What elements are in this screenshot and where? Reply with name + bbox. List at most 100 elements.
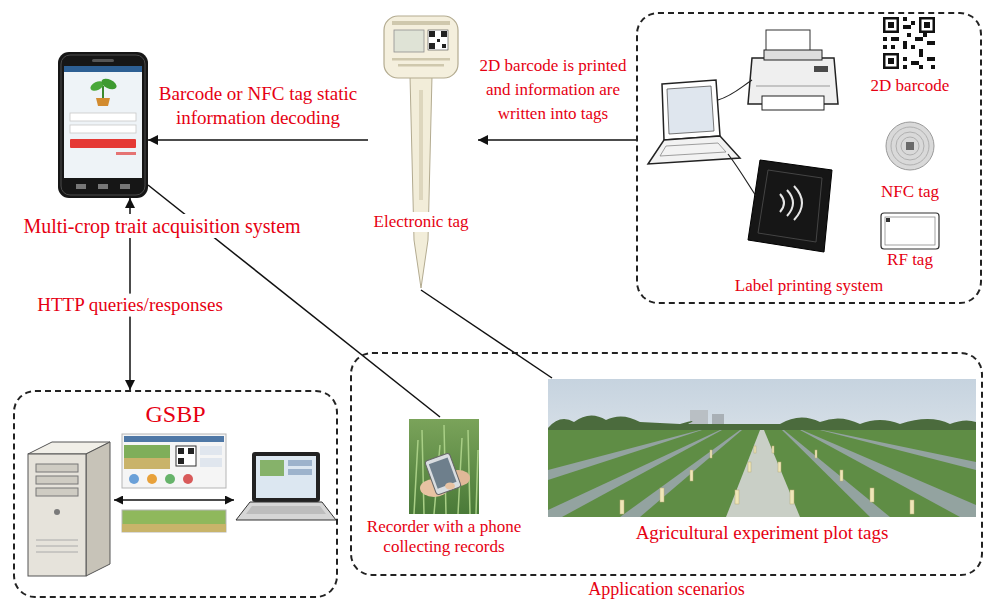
server-illustration <box>28 442 110 576</box>
rf-tag-icon <box>881 213 939 249</box>
rf-tag-icon <box>885 217 935 245</box>
laptop-illustration <box>662 80 720 140</box>
platform-screens <box>200 446 222 455</box>
panel-heading: GSBP <box>15 400 336 429</box>
field-photo <box>790 490 794 504</box>
qr-code-icon <box>903 41 907 49</box>
laptop-illustration <box>660 143 726 156</box>
tag-illustration <box>392 21 450 25</box>
item-caption: 2D barcode <box>860 76 960 96</box>
qr-code-icon <box>911 21 915 25</box>
qr-code-icon <box>907 33 911 37</box>
field-photo <box>620 500 624 514</box>
tag-illustration <box>384 16 458 78</box>
nfc-tag-icon <box>886 122 934 170</box>
tag-illustration <box>429 43 435 49</box>
field-photo <box>548 430 702 480</box>
field-photo <box>710 450 712 458</box>
edge-label: Barcode or NFC tag static information de… <box>150 82 366 130</box>
server-illustration <box>28 454 86 576</box>
client-laptop <box>236 502 336 520</box>
phone-illustration <box>58 52 148 198</box>
nfc-reader-illustration <box>758 170 822 242</box>
rf-tag-icon <box>886 218 890 222</box>
field-photo <box>778 462 781 472</box>
client-laptop <box>252 452 320 502</box>
tag-illustration <box>419 90 423 200</box>
qr-code-icon <box>919 49 923 57</box>
platform-screens <box>165 474 175 484</box>
field-photo <box>754 446 756 453</box>
qr-code-icon <box>883 17 899 33</box>
tag-illustration <box>442 44 446 48</box>
field-photo <box>690 410 708 426</box>
printer-illustration <box>762 96 824 110</box>
arrow-connector <box>148 139 368 141</box>
nfc-reader-illustration <box>787 190 793 216</box>
qr-code-icon <box>903 65 907 69</box>
field-photo <box>620 446 914 514</box>
qr-code-icon <box>891 45 895 49</box>
phone-app: Multi-crop trait acquisition system <box>58 52 148 198</box>
platform-screens <box>122 434 226 488</box>
qr-code-icon <box>903 25 911 29</box>
recorder-photo <box>445 483 455 490</box>
phone-illustration <box>58 52 148 198</box>
arrow-connector <box>478 139 636 141</box>
printer-illustration <box>814 66 828 72</box>
field-photo <box>620 430 742 517</box>
edge-label: 2D barcode is printed and information ar… <box>470 54 636 125</box>
qr-code-icon <box>883 17 935 69</box>
qr-code-icon <box>911 61 919 65</box>
server-illustration <box>36 476 78 484</box>
platform-screens <box>122 434 226 532</box>
qr-code-icon <box>886 56 897 67</box>
field-photo <box>690 470 693 481</box>
recorder-photo <box>409 419 479 514</box>
rf-tag-icon <box>881 213 939 249</box>
nfc-reader-illustration <box>794 186 802 220</box>
tag-illustration <box>437 39 440 42</box>
qr-code-icon <box>927 41 935 45</box>
qr-code-icon <box>911 45 915 49</box>
tag-illustration <box>441 31 447 37</box>
server-panel: GSBP <box>13 390 338 598</box>
recorder-photo <box>409 419 479 514</box>
rf-tag-item: RF tag <box>860 210 964 274</box>
phone-illustration <box>64 66 142 72</box>
cable-lines <box>718 80 756 196</box>
field-photo <box>910 500 914 514</box>
server-illustration <box>36 540 78 552</box>
qr-code-icon <box>923 33 927 37</box>
printer-illustration <box>748 30 838 110</box>
qr-code-icon <box>888 22 894 28</box>
field-photo <box>548 379 976 517</box>
recorder-photo <box>414 425 478 514</box>
panel-heading: Application scenarios <box>352 580 981 600</box>
platform-screens <box>188 448 194 454</box>
phone-illustration <box>64 66 142 178</box>
qr-code-icon <box>891 37 899 41</box>
field-photo <box>548 415 976 432</box>
platform-screens <box>178 458 184 464</box>
laptop-illustration <box>667 86 714 134</box>
platform-screens <box>178 448 184 454</box>
platform-screens <box>176 446 196 466</box>
platform-screens <box>124 458 170 469</box>
phone-illustration <box>96 98 110 106</box>
server-illustration <box>86 442 110 576</box>
phone-illustration <box>76 184 86 189</box>
client-laptop <box>236 452 336 520</box>
platform-screens <box>183 474 193 484</box>
nfc-tag-icon <box>901 137 919 155</box>
qr-code-icon <box>915 37 923 41</box>
double-arrow <box>114 499 234 501</box>
recorder-photo <box>425 453 462 496</box>
label-printing-panel: Label printing system2D barcodeNFC tagRF… <box>636 12 982 304</box>
node-caption: Electronic tag <box>368 212 474 232</box>
qr-code-icon <box>883 53 899 69</box>
phone-illustration <box>70 139 136 148</box>
edge-label: HTTP queries/responses <box>34 294 226 317</box>
cable-lines <box>728 154 756 196</box>
field-photo <box>815 450 817 458</box>
